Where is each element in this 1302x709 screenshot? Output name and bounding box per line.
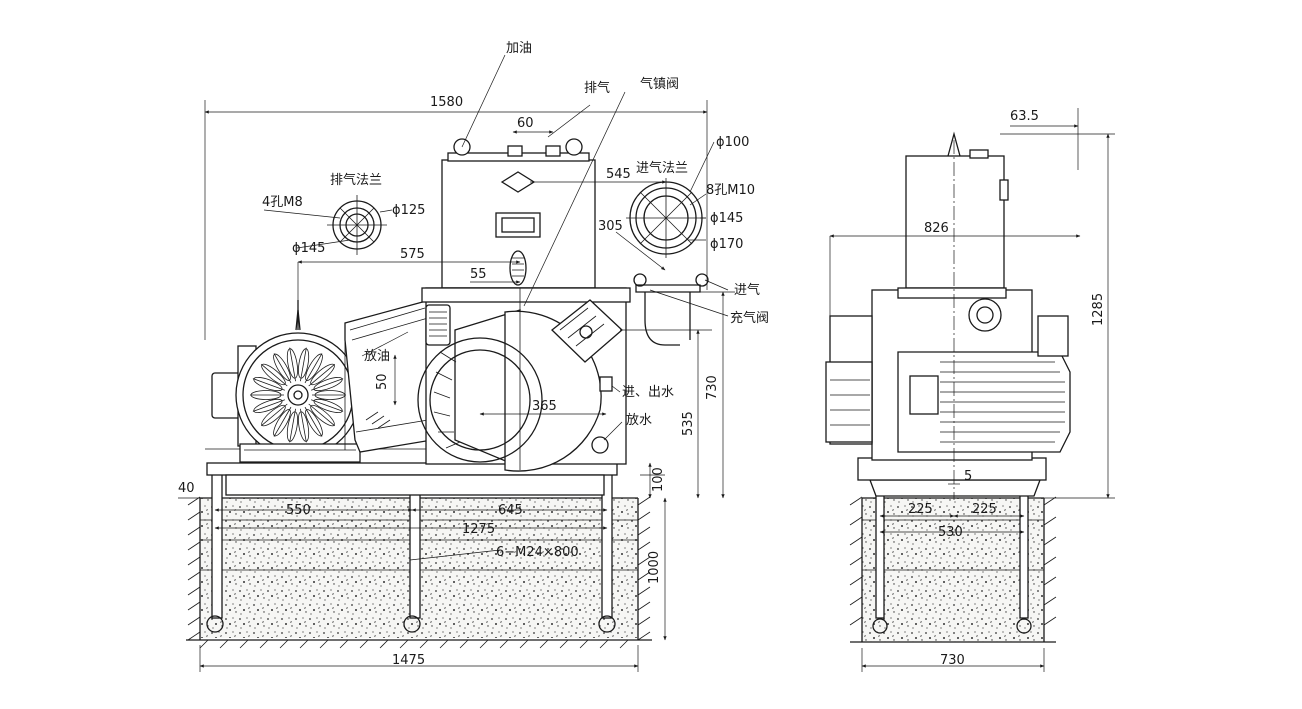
dim-545: 545 — [606, 167, 631, 182]
fan-petal — [300, 347, 307, 382]
fan-petal-outline — [286, 411, 298, 442]
label-drain-water: 放水 — [626, 413, 652, 428]
dim-1285: 1285 — [1091, 293, 1106, 326]
label-gas-ballast-valve: 气镇阀 — [640, 76, 679, 92]
fan-petal — [308, 363, 336, 387]
fan-petal-outline — [313, 377, 343, 392]
fan-petal-outline — [273, 409, 291, 437]
fan-petal-outline — [305, 353, 323, 381]
fan-petal — [252, 399, 285, 412]
fan-petal-outline — [261, 404, 286, 427]
fan-petal — [311, 399, 344, 412]
dim-826: 826 — [924, 221, 949, 236]
fan-petal — [273, 353, 292, 384]
label-eight-holes-m10: 8孔M10 — [706, 183, 755, 198]
label-anchor-bolts: 6−M24×800 — [496, 545, 579, 560]
fan-petal-outline — [310, 404, 335, 427]
front-foundation — [186, 465, 652, 649]
inlet-flange-detail — [626, 178, 706, 258]
dim-1000: 1000 — [647, 551, 662, 584]
front-dimension-lines — [178, 54, 735, 672]
dim-1475: 1475 — [392, 653, 425, 668]
label-exhaust-flange: 排气法兰 — [330, 172, 382, 188]
fan-petal-outline — [253, 398, 283, 413]
fan-petal — [304, 353, 323, 384]
label-inlet: 进气 — [734, 282, 760, 298]
fan-petal-outline — [305, 409, 323, 437]
dim-730-bottom: 730 — [940, 653, 965, 668]
dim-5: 5 — [964, 469, 972, 484]
dim-40: 40 — [178, 481, 195, 496]
fan-petal — [260, 403, 288, 427]
fan-petal — [300, 408, 307, 443]
fan-petal — [308, 403, 336, 427]
fan-petal — [273, 406, 292, 437]
dim-55: 55 — [470, 267, 487, 282]
label-fill-valve: 充气阀 — [730, 310, 769, 326]
dim-phi125: ϕ125 — [392, 203, 425, 218]
fan-petal — [311, 378, 344, 391]
fan-petal-outline — [298, 411, 310, 442]
fan-petal-outline — [313, 398, 343, 413]
dim-365: 365 — [532, 399, 557, 414]
text-labels: 加油 排气 气镇阀 排气法兰 4孔M8 进气法兰 8孔M10 进气 充气阀 放油… — [178, 41, 1106, 668]
dim-phi100: ϕ100 — [716, 135, 749, 150]
oil-tank — [441, 138, 596, 289]
fan-petal — [260, 363, 288, 387]
fan-petal-outline — [298, 348, 310, 379]
dim-phi170: ϕ170 — [710, 237, 743, 252]
fan-petal-outline — [261, 363, 286, 386]
dim-550: 550 — [286, 503, 311, 518]
fan-petal-outline — [273, 353, 291, 381]
label-drain-oil: 放油 — [364, 349, 390, 364]
side-view — [825, 108, 1115, 672]
dim-645: 645 — [498, 503, 523, 518]
dim-225-left: 225 — [908, 502, 933, 517]
front-machine — [205, 138, 709, 496]
dim-305: 305 — [598, 219, 623, 234]
dim-63-5: 63.5 — [1010, 109, 1039, 124]
fan-petal — [289, 408, 296, 443]
fan-petal — [289, 347, 296, 382]
label-four-holes-m8: 4孔M8 — [262, 195, 303, 210]
label-add-oil: 加油 — [506, 41, 532, 56]
dim-phi145-right: ϕ145 — [710, 211, 743, 226]
label-exhaust: 排气 — [584, 80, 610, 96]
dim-530: 530 — [938, 525, 963, 540]
fan-petal — [304, 406, 323, 437]
label-inlet-flange: 进气法兰 — [636, 160, 688, 176]
fan-petal-outline — [250, 390, 282, 400]
fan-petal-outline — [286, 348, 298, 379]
pump-body — [417, 273, 709, 472]
dim-535: 535 — [681, 411, 696, 436]
exhaust-flange-detail — [327, 195, 387, 255]
dim-225-right: 225 — [972, 502, 997, 517]
dim-phi145-left: ϕ145 — [292, 241, 325, 256]
dim-730-vertical: 730 — [705, 375, 720, 400]
dim-100: 100 — [651, 467, 666, 492]
fan-petal-outline — [253, 377, 283, 392]
fan-petal — [252, 378, 285, 391]
fan-petal-outline — [310, 363, 335, 386]
dim-50: 50 — [375, 373, 390, 390]
dim-1580: 1580 — [430, 95, 463, 110]
dim-575: 575 — [400, 247, 425, 262]
dim-1275: 1275 — [462, 522, 495, 537]
dim-60: 60 — [517, 116, 534, 131]
label-water-in-out: 进、出水 — [622, 385, 674, 400]
motor-front — [211, 300, 361, 463]
